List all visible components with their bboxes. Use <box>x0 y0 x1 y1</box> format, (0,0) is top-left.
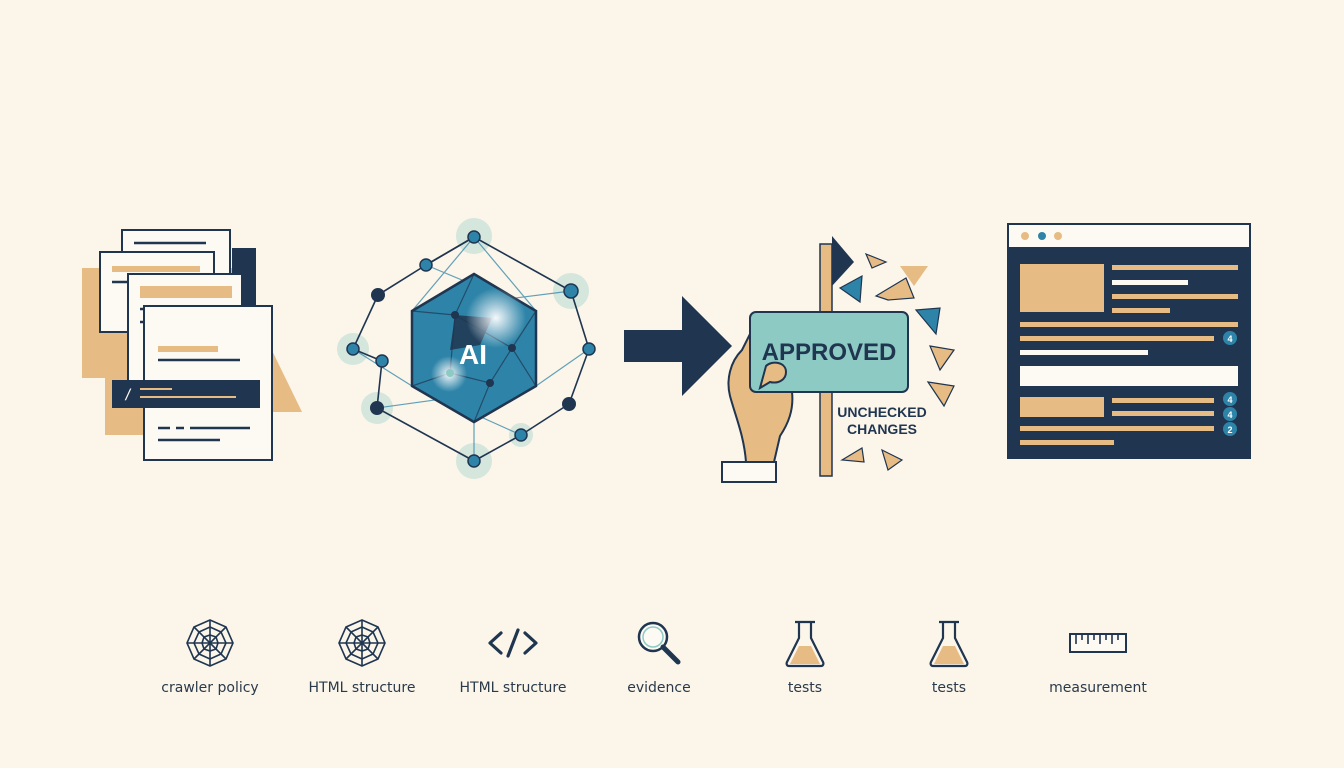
ai-network-icon: AI <box>337 218 596 479</box>
topic-icon-row: crawler policy HTML structure HTML struc… <box>0 610 1344 710</box>
right-arrow-icon <box>624 296 732 396</box>
icon-label: HTML structure <box>308 680 416 696</box>
icon-label: tests <box>787 680 823 696</box>
badge-icon: 2 <box>1223 422 1237 436</box>
badge-icon: 4 <box>1223 407 1237 421</box>
magnifier-icon <box>637 621 681 665</box>
svg-text:4: 4 <box>1227 395 1232 405</box>
approval-card-group: APPROVED UNCHECKED CHANGES <box>721 236 956 483</box>
evidence-item: evidence <box>579 618 739 696</box>
badge-icon: 4 <box>1223 392 1237 406</box>
badge-icon: 4 <box>1223 331 1237 345</box>
window-dot-icon <box>1054 232 1062 240</box>
browser-window: 4 4 4 2 <box>1007 223 1251 459</box>
window-dot-icon <box>1021 232 1029 240</box>
document-stack-icon: / <box>82 229 302 461</box>
window-dot-icon <box>1038 232 1046 240</box>
html-structure-web-item: HTML structure <box>282 618 442 696</box>
svg-text:2: 2 <box>1227 425 1232 435</box>
icon-label: HTML structure <box>459 680 567 696</box>
svg-text:4: 4 <box>1227 334 1232 344</box>
icon-label: evidence <box>627 680 691 696</box>
icon-label: crawler policy <box>161 680 259 696</box>
flask-icon <box>929 620 969 668</box>
code-brackets-icon <box>488 628 538 658</box>
ai-label: AI <box>459 339 487 370</box>
svg-text:4: 4 <box>1227 410 1232 420</box>
approved-stamp: APPROVED <box>762 339 897 366</box>
flask-icon <box>785 620 825 668</box>
icon-label: tests <box>931 680 967 696</box>
changes-label: CHANGES <box>847 421 917 437</box>
tests-1-item: tests <box>725 618 885 696</box>
svg-text:/: / <box>124 387 132 403</box>
crawler-policy-item: crawler policy <box>130 618 290 696</box>
tests-2-item: tests <box>869 618 1029 696</box>
icon-label: measurement <box>1049 680 1147 696</box>
spider-web-icon <box>186 619 234 667</box>
ruler-icon <box>1069 633 1127 653</box>
unchecked-label: UNCHECKED <box>837 404 926 420</box>
measurement-item: measurement <box>1018 618 1178 696</box>
spider-web-icon <box>338 619 386 667</box>
html-structure-code-item: HTML structure <box>433 618 593 696</box>
